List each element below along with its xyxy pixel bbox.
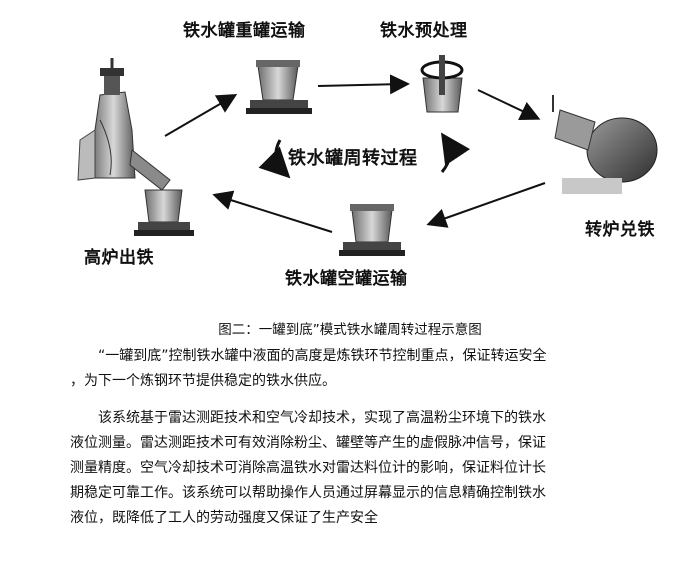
ladle-at-furnace-icon <box>134 189 194 236</box>
empty-ladle-icon <box>339 204 405 256</box>
paragraph-2: 该系统基于雷达测距技术和空气冷却技术，实现了高温粉尘环境下的铁水 液位测量。雷达… <box>70 406 630 531</box>
arrow-heavy-to-pretreat <box>317 74 410 95</box>
diagram-graphics <box>77 55 658 256</box>
paragraph-1-line-1: “一罐到底”控制铁水罐中液面的高度是炼铁环节控制重点，保证转运安全 <box>98 348 547 364</box>
paragraph-2-line-2: 液位测量。雷达测距技术可有效消除粉尘、罐壁等产生的虚假脉冲信号，保证 <box>70 435 546 451</box>
label-cycle-center: 铁水罐周转过程 <box>288 148 418 169</box>
label-empty-transport: 铁水罐空罐运输 <box>285 269 408 289</box>
cycle-arc-left <box>258 139 291 179</box>
process-diagram: 铁水罐重罐运输 铁水预处理 铁水罐周转过程 转炉兑铁 高炉出铁 铁水罐空罐运输 <box>77 21 658 289</box>
arrow-empty-to-furnace <box>212 190 333 233</box>
paragraph-1-line-2: ，为下一个炼钢环节提供稳定的铁水供应。 <box>70 373 336 389</box>
paragraph-2-line-1: 该系统基于雷达测距技术和空气冷却技术，实现了高温粉尘环境下的铁水 <box>98 410 546 426</box>
arrow-furnace-to-heavy <box>164 93 238 137</box>
paragraph-2-line-4: 期稳定可靠工作。该系统可以帮助操作人员通过屏幕显示的信息精确控制铁水 <box>70 485 546 501</box>
paragraph-2-line-5: 液位，既降低了工人的劳动强度又保证了生产安全 <box>70 510 378 526</box>
paragraph-1: “一罐到底”控制铁水罐中液面的高度是炼铁环节控制重点，保证转运安全 ，为下一个炼… <box>70 344 630 394</box>
heavy-ladle-icon <box>246 60 312 114</box>
arrow-converter-to-empty <box>426 182 546 228</box>
pretreatment-icon <box>420 55 464 113</box>
label-blast-furnace: 高炉出铁 <box>84 248 154 268</box>
paragraph-2-line-3: 测量精度。空气冷却技术可消除高温铁水对雷达料位计的影响，保证料位计长 <box>70 460 546 476</box>
cycle-arc-right <box>440 132 471 173</box>
figure-caption: 图二：一罐到底”模式铁水罐周转过程示意图 <box>218 322 482 338</box>
arrow-pretreat-to-converter <box>477 89 541 121</box>
label-pretreatment: 铁水预处理 <box>380 21 468 41</box>
blast-furnace-icon <box>77 58 171 191</box>
label-converter: 转炉兑铁 <box>585 220 655 240</box>
label-heavy-transport: 铁水罐重罐运输 <box>183 21 306 41</box>
converter-icon <box>552 95 658 194</box>
